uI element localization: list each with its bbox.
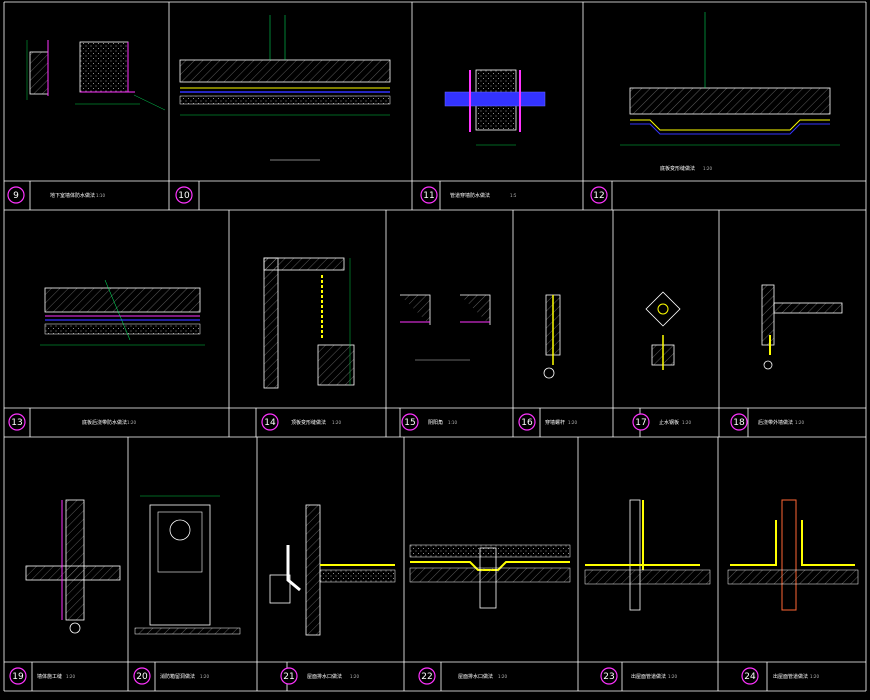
detail-title: 出屋面管道做法: [631, 673, 666, 680]
detail-title: 消防箱留洞做法: [160, 673, 195, 680]
detail-24-drawing: [727, 499, 859, 611]
detail-23-drawing: [584, 499, 711, 611]
detail-number: 15: [404, 418, 415, 428]
detail-number: 17: [635, 418, 646, 428]
detail-number: 18: [733, 418, 745, 428]
detail-title: 穿墙螺杆: [545, 419, 565, 426]
detail-23-label: 23 出屋面管道做法 1:20: [600, 667, 677, 685]
detail-title: 出屋面管道做法: [773, 673, 808, 680]
detail-scale: 1:5: [510, 193, 517, 198]
detail-number: 12: [593, 191, 604, 201]
detail-scale: 1:20: [66, 674, 75, 679]
detail-11-drawing: [444, 69, 546, 146]
detail-17-drawing: [645, 291, 681, 370]
detail-14-drawing: [263, 257, 355, 389]
detail-15-drawing: [400, 294, 491, 361]
detail-20-drawing: [134, 495, 241, 635]
detail-scale: 1:20: [810, 674, 819, 679]
detail-18-label: 18 后浇带外墙做法 1:20: [730, 413, 804, 431]
detail-title: 止水钢板: [659, 419, 679, 426]
detail-19-drawing: [25, 499, 121, 634]
detail-number: 20: [136, 672, 148, 682]
detail-scale: 1:20: [200, 674, 209, 679]
detail-title: 后浇带外墙做法: [758, 419, 793, 426]
detail-20-label: 20 消防箱留洞做法 1:20: [133, 667, 209, 685]
detail-title: 屋面排水口做法: [458, 673, 493, 680]
detail-scale: 1:20: [568, 420, 577, 425]
detail-title: 屋面排水口做法: [307, 673, 342, 680]
detail-title: 顶板变形缝做法: [291, 419, 326, 426]
detail-scale: 1:20: [703, 166, 712, 171]
detail-22-drawing: [409, 544, 571, 609]
detail-title: 阴阳角: [428, 419, 443, 426]
detail-17-label: 17 止水钢板 1:20: [632, 413, 691, 431]
detail-scale: 1:10: [96, 193, 105, 198]
detail-16-drawing: [543, 294, 561, 379]
detail-10-label: 10: [175, 186, 193, 204]
detail-number: 19: [12, 672, 24, 682]
detail-24-label: 24 出屋面管道做法 1:20: [741, 667, 819, 685]
detail-number: 16: [521, 418, 533, 428]
detail-21-drawing: [269, 504, 396, 636]
detail-scale: 1:20: [350, 674, 359, 679]
detail-15-label: 15 阴阳角 1:10: [401, 413, 457, 431]
detail-title: 底板变形缝做法: [660, 165, 695, 172]
detail-scale: 1:20: [498, 674, 507, 679]
detail-title: 地下室墙体防水做法: [50, 192, 95, 199]
detail-16-label: 16 穿墙螺杆 1:20: [518, 413, 577, 431]
detail-scale: 1:20: [332, 420, 341, 425]
detail-scale: 1:10: [448, 420, 457, 425]
sheet-frame: [3, 1, 867, 692]
detail-12-label: 12 底板变形缝做法 1:20: [590, 165, 712, 204]
detail-number: 9: [13, 191, 19, 201]
detail-21-label: 21 屋面排水口做法 1:20: [280, 667, 359, 685]
detail-title: 管道穿墙防水做法: [450, 192, 490, 199]
detail-scale: 1:20: [127, 420, 136, 425]
detail-11-label: 11 管道穿墙防水做法 1:5: [420, 186, 517, 204]
detail-10-drawing: [179, 15, 391, 161]
detail-19-label: 19 墙体施工缝 1:20: [9, 667, 75, 685]
detail-14-label: 14 顶板变形缝做法 1:20: [261, 413, 341, 431]
detail-9-drawing: [26, 40, 166, 111]
detail-number: 23: [603, 672, 614, 682]
detail-13-label: 13 底板后浇带防水做法 1:20: [8, 413, 136, 431]
detail-number: 10: [178, 191, 190, 201]
detail-12-drawing: [620, 12, 840, 146]
detail-scale: 1:20: [795, 420, 804, 425]
detail-number: 14: [264, 418, 276, 428]
detail-number: 22: [421, 672, 432, 682]
detail-13-drawing: [40, 279, 205, 346]
detail-number: 13: [11, 418, 22, 428]
detail-number: 11: [423, 191, 434, 201]
detail-scale: 1:20: [682, 420, 691, 425]
detail-number: 24: [744, 672, 756, 682]
detail-9-label: 9 地下室墙体防水做法 1:10: [7, 186, 105, 204]
detail-title: 墙体施工缝: [37, 673, 62, 680]
detail-scale: 1:20: [668, 674, 677, 679]
detail-number: 21: [283, 672, 294, 682]
detail-22-label: 22 屋面排水口做法 1:20: [418, 667, 507, 685]
detail-title: 底板后浇带防水做法: [82, 419, 127, 426]
detail-18-drawing: [761, 284, 843, 370]
